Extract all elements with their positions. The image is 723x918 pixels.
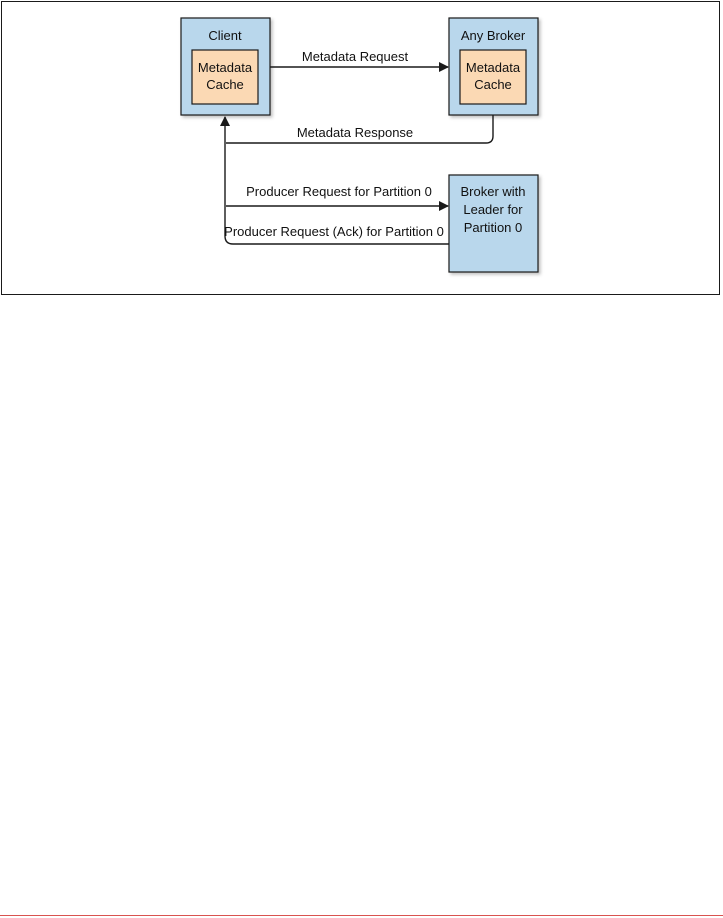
leader-broker-line3: Partition 0 xyxy=(464,220,523,235)
client-label: Client xyxy=(208,28,242,43)
leader-broker-box: Broker with Leader for Partition 0 xyxy=(448,174,539,273)
metadata-request-label: Metadata Request xyxy=(302,49,409,64)
metadata-response-label: Metadata Response xyxy=(297,125,413,140)
any-broker-cache-line1: Metadata xyxy=(466,60,521,75)
producer-request-label: Producer Request for Partition 0 xyxy=(246,184,432,199)
leader-broker-line1: Broker with xyxy=(460,184,525,199)
producer-request-arrow: Producer Request for Partition 0 xyxy=(226,184,449,211)
bottom-rule xyxy=(0,915,723,916)
client-metadata-cache: Metadata Cache xyxy=(191,49,259,105)
any-broker-metadata-cache: Metadata Cache xyxy=(459,49,527,105)
client-cache-line2: Cache xyxy=(206,77,244,92)
metadata-response-arrow: Metadata Response xyxy=(226,115,494,144)
any-broker-label: Any Broker xyxy=(461,28,526,43)
client-cache-line1: Metadata xyxy=(198,60,253,75)
any-broker-box: Any Broker Metadata Cache xyxy=(448,17,539,116)
client-box: Client Metadata Cache xyxy=(180,17,271,116)
producer-ack-label: Producer Request (Ack) for Partition 0 xyxy=(224,224,444,239)
metadata-flow-diagram: Client Metadata Cache Any Broker Metadat… xyxy=(180,17,539,273)
metadata-request-arrow: Metadata Request xyxy=(270,49,449,72)
producer-ack-arrow: Producer Request (Ack) for Partition 0 xyxy=(220,116,449,245)
any-broker-cache-line2: Cache xyxy=(474,77,512,92)
figure-frame xyxy=(1,1,720,295)
leader-broker-line2: Leader for xyxy=(463,202,523,217)
